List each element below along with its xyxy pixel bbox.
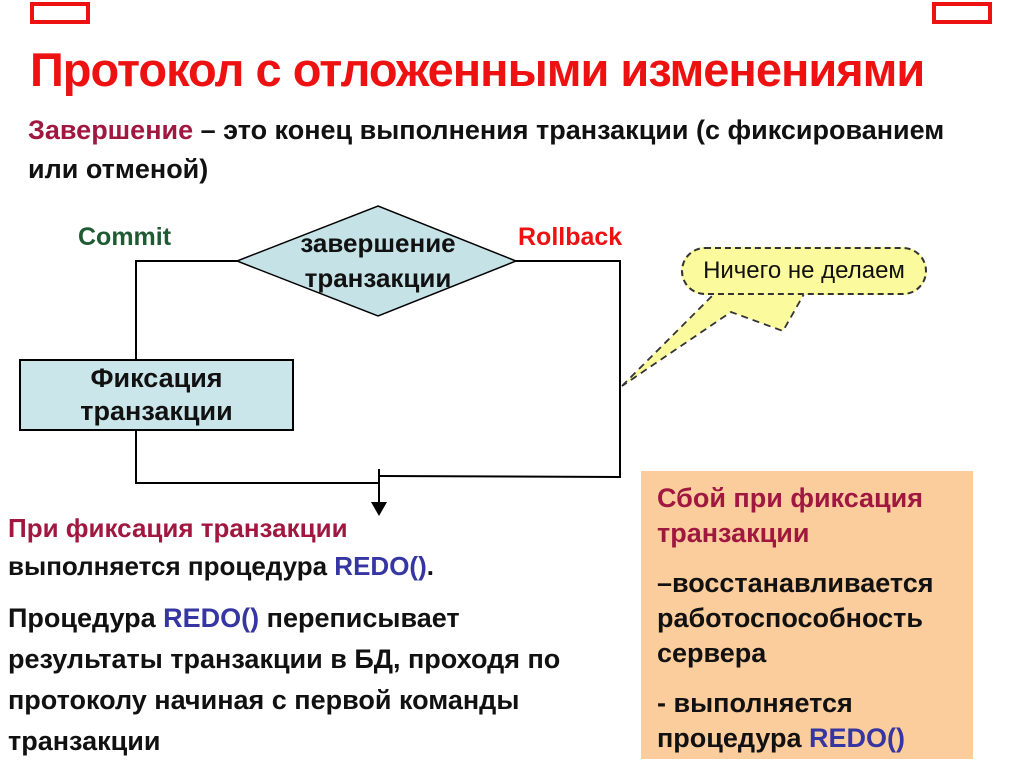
failure-heading-line1: Сбой при фиксация (657, 483, 924, 513)
slide-title: Протокол с отложенными изменениями (30, 43, 925, 96)
redo-desc-line2: результаты транзакции в БД, проходя по (8, 644, 561, 674)
commit-note-line1: При фиксация транзакции (8, 513, 348, 543)
commit-branch-label: Commit (78, 223, 172, 251)
failure-item1-line1: –восстанавливается (657, 568, 934, 598)
failure-box-heading: Сбой при фиксация транзакции (657, 481, 957, 551)
down-arrowhead-icon (371, 502, 387, 516)
do-nothing-callout-text: Ничего не делаем (703, 257, 905, 284)
process-out-connector-line (135, 431, 379, 484)
failure-item1-line2: работоспособность (657, 603, 923, 633)
definition-text-line1: – это конец выполнения транзакции (с фик… (193, 115, 945, 145)
failure-box-item2: - выполняется процедура REDO() (657, 686, 957, 756)
failure-item1-line3: сервера (657, 638, 767, 668)
process-box-line2: транзакции (80, 396, 233, 426)
do-nothing-callout: Ничего не делаем (681, 247, 927, 295)
definition-paragraph: Завершение – это конец выполнения транза… (28, 111, 1008, 189)
corner-frame-right-decoration (932, 2, 992, 24)
failure-heading-line2: транзакции (657, 518, 810, 548)
commit-note-line2-post: . (426, 551, 434, 581)
failure-item2-line2-pre: процедура (657, 723, 810, 753)
redo-desc-line3: протоколу начиная с первой команды (8, 685, 520, 715)
failure-info-box: Сбой при фиксация транзакции –восстанавл… (641, 471, 973, 759)
definition-term: Завершение (28, 115, 194, 145)
redo-code-ref-3: REDO() (809, 723, 906, 753)
decision-label-line1: завершение (300, 228, 456, 258)
callout-tail (621, 293, 806, 387)
failure-box-item1: –восстанавливается работоспособность сер… (657, 566, 957, 671)
failure-item2-line1: - выполняется (657, 688, 853, 718)
redo-code-ref-1: REDO() (334, 551, 427, 581)
redo-desc-line1-pre: Процедура (8, 603, 164, 633)
corner-frame-left-decoration (30, 2, 90, 24)
commit-note-paragraph: При фиксация транзакции выполняется проц… (8, 509, 528, 585)
rollback-branch-label: Rollback (518, 223, 623, 251)
process-box-line1: Фиксация (90, 363, 223, 393)
redo-description-paragraph: Процедура REDO() переписывает результаты… (8, 598, 648, 762)
redo-code-ref-2: REDO() (163, 603, 260, 633)
process-box-commit-transaction: Фиксация транзакции (19, 359, 294, 431)
decision-diamond-label: завершение транзакции (258, 226, 498, 296)
decision-label-line2: транзакции (304, 263, 452, 293)
commit-note-line2-pre: выполняется процедура (8, 551, 335, 581)
redo-desc-line1-post: переписывает (259, 603, 460, 633)
rollback-connector-line (378, 260, 621, 479)
redo-desc-line4: транзакции (8, 726, 161, 756)
commit-connector-line (135, 260, 237, 360)
decision-diamond-shape (234, 205, 519, 317)
definition-text-line2: или отменой) (28, 154, 209, 184)
